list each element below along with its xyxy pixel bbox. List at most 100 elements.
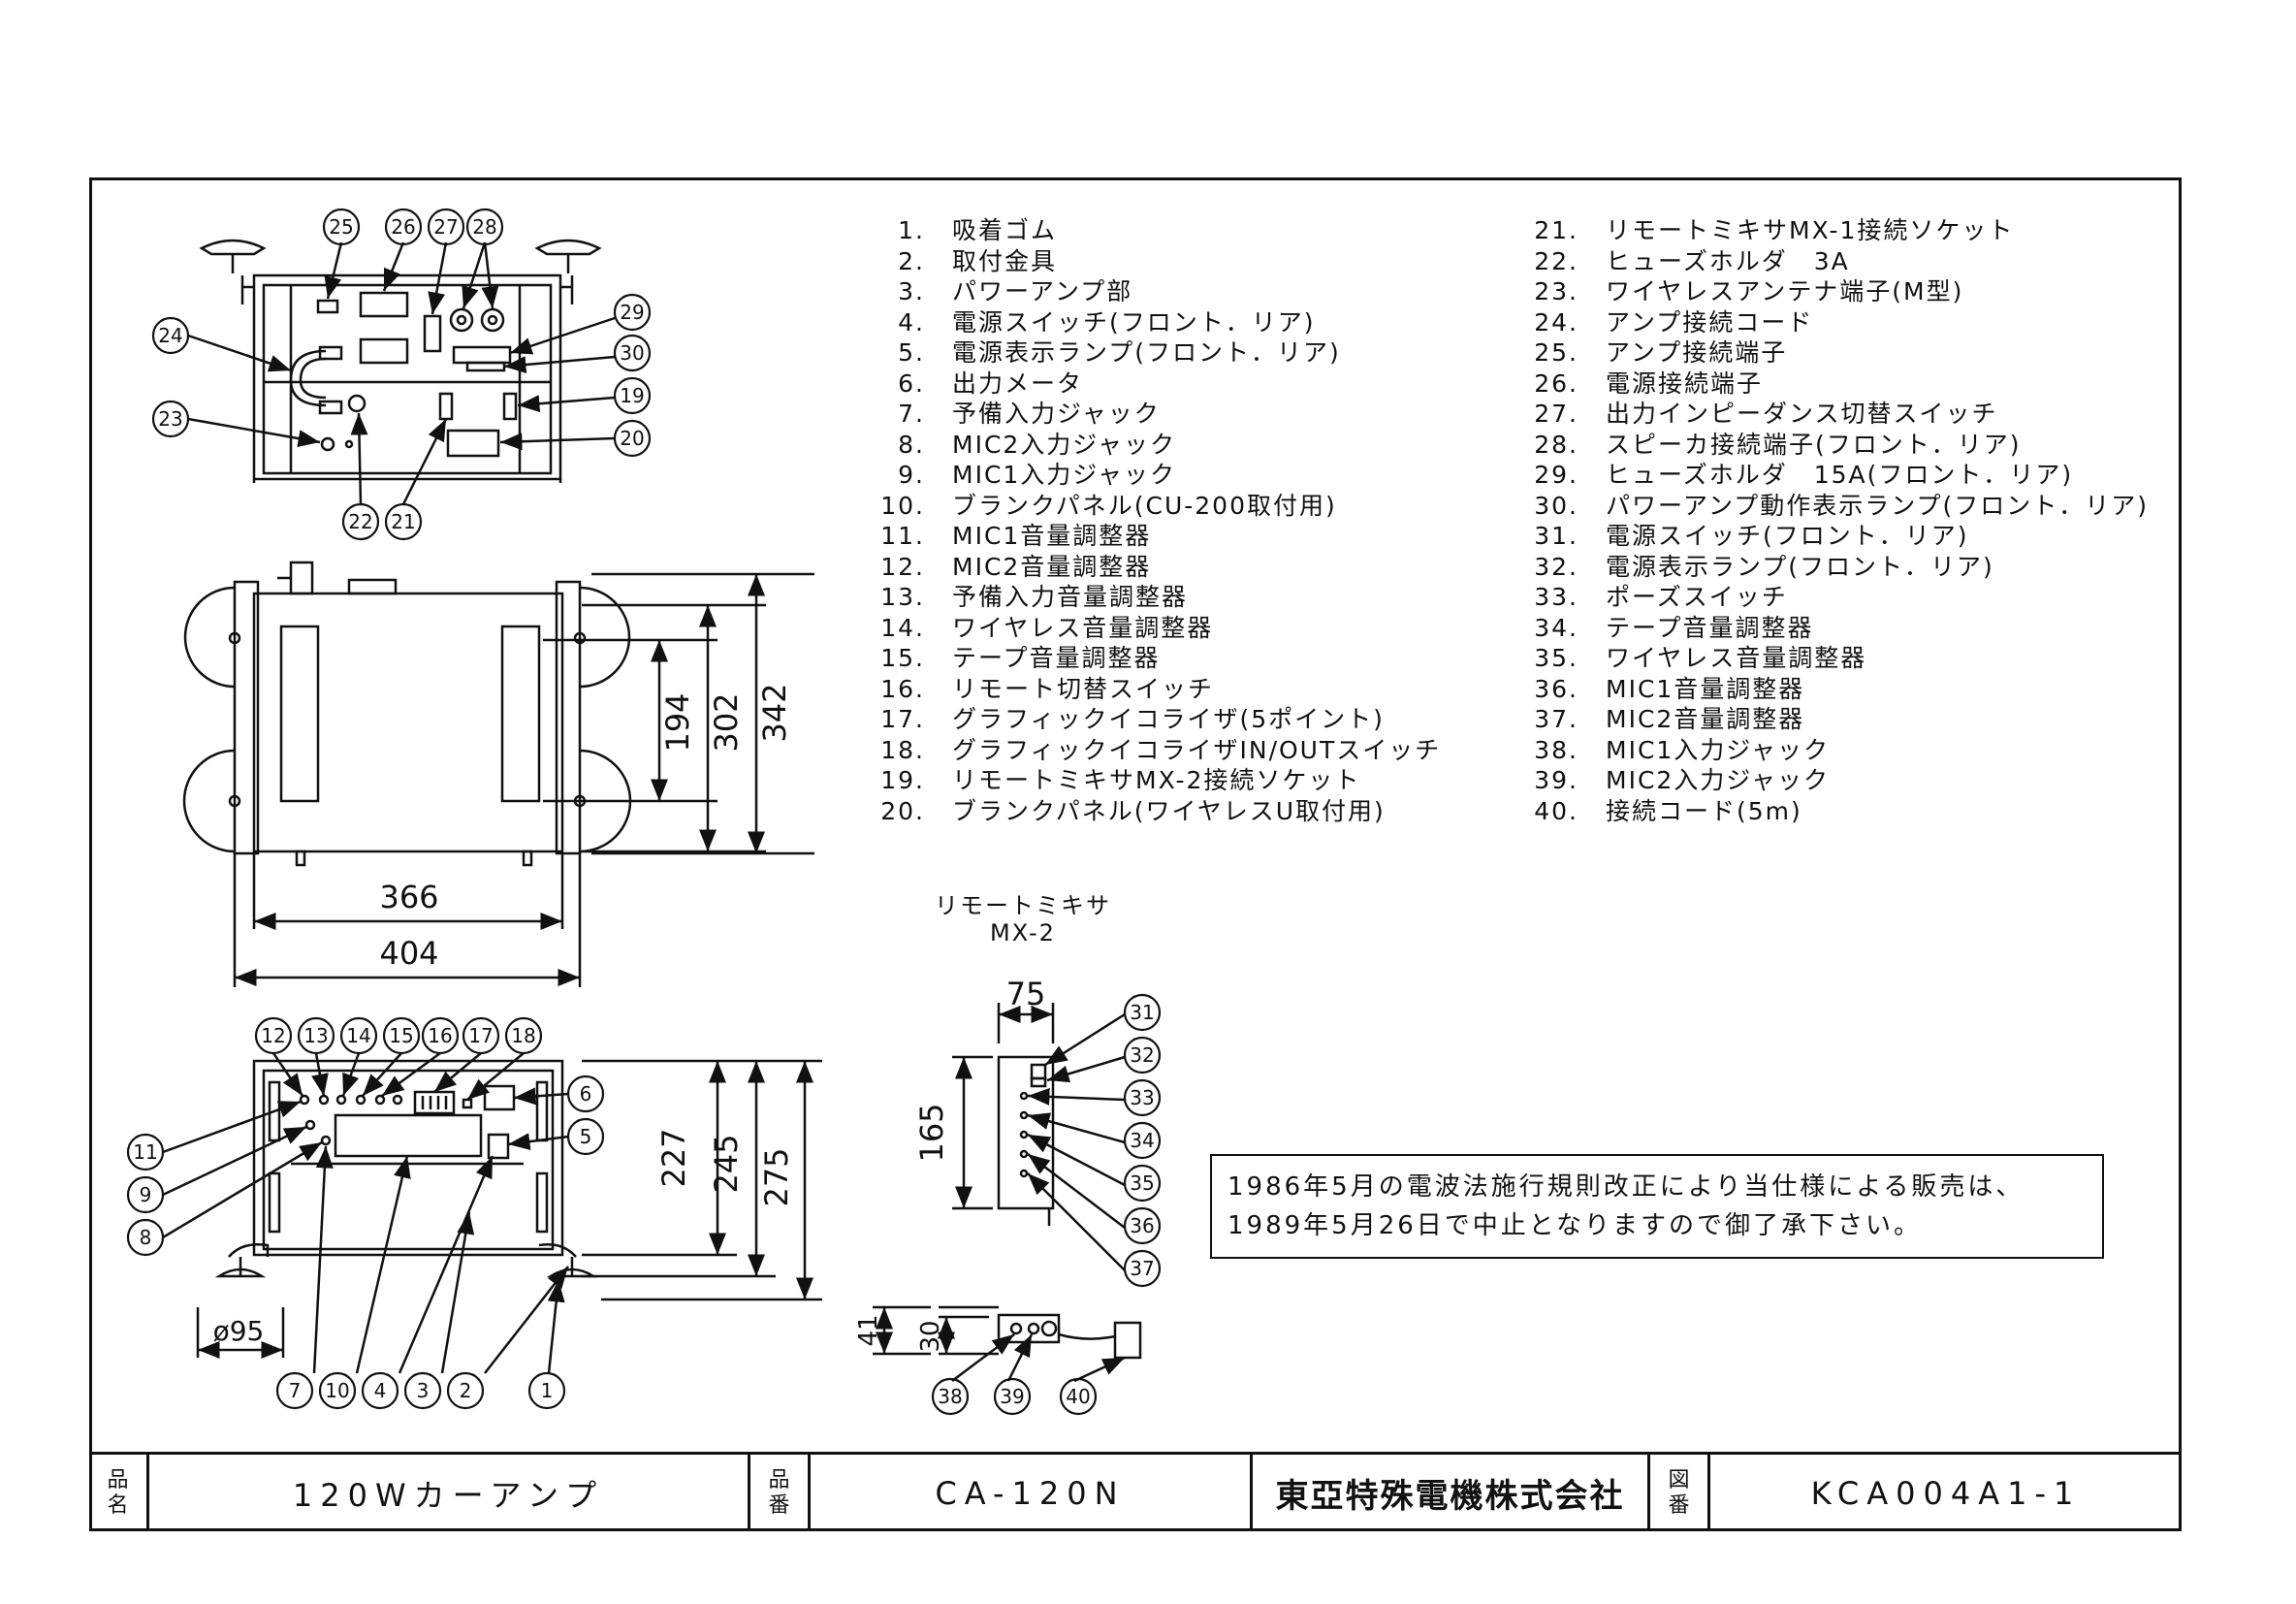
legend-label: グラフィックイコライザIN/OUTスイッチ xyxy=(952,735,1442,764)
dim-366: 366 xyxy=(379,879,438,915)
legend-label: 出力インピーダンス切替スイッチ xyxy=(1606,400,1998,428)
dim-165: 165 xyxy=(913,1103,950,1162)
dim-41: 41 xyxy=(854,1314,883,1346)
callout-40: 40 xyxy=(1066,1385,1090,1408)
callout-30: 30 xyxy=(620,341,644,365)
callout-18: 18 xyxy=(511,1024,535,1047)
legend-number: 9. xyxy=(898,461,925,489)
legend-number: 40. xyxy=(1534,796,1578,825)
legend-label: ワイヤレス音量調整器 xyxy=(952,613,1214,642)
legend-number: 25. xyxy=(1534,338,1578,367)
legend-number: 12. xyxy=(880,552,925,581)
callout-4: 4 xyxy=(374,1379,387,1402)
legend-label: ヒューズホルダ 15A(フロント．リア) xyxy=(1606,461,2074,489)
legend-number: 26. xyxy=(1534,369,1578,398)
legend-number: 39. xyxy=(1534,766,1578,794)
legend-item: 15. テープ音量調整器 xyxy=(830,643,1441,674)
legend-number: 31. xyxy=(1534,522,1578,550)
callout-34: 34 xyxy=(1130,1129,1154,1152)
callout-13: 13 xyxy=(303,1024,328,1047)
legend-item: 17.グラフィックイコライザ(5ポイント) xyxy=(830,704,1441,735)
callout-14: 14 xyxy=(346,1024,370,1047)
drawing-frame xyxy=(89,177,2182,1531)
legend-label: リモートミキサMX-1接続ソケット xyxy=(1606,216,2015,244)
dimension-labels: 194 302 342 366 404 227 245 275 ø95 75 1… xyxy=(213,683,1046,1352)
callout-33: 33 xyxy=(1130,1086,1154,1109)
front-callouts xyxy=(126,1016,605,1410)
legend-number: 10. xyxy=(880,491,925,520)
legend-label: パワーアンプ動作表示ランプ(フロント．リア) xyxy=(1606,491,2150,520)
legend-item: 8.MIC2入力ジャック xyxy=(830,430,1441,461)
top-view xyxy=(187,239,616,505)
callout-15: 15 xyxy=(389,1024,413,1047)
legend-label: MIC1音量調整器 xyxy=(1606,674,1805,703)
legend-number: 13. xyxy=(880,583,925,611)
number-label: 品番 xyxy=(750,1455,811,1531)
legend-number: 6. xyxy=(898,369,925,398)
legend-number: 15. xyxy=(880,644,925,672)
legend-item: 28.スピーカ接続端子(フロント．リア) xyxy=(1483,430,2149,461)
legend-item: 6.出力メータ xyxy=(830,369,1441,400)
legend-item: 10.ブランクパネル(CU-200取付用) xyxy=(830,491,1441,522)
callout-31: 31 xyxy=(1130,1001,1154,1024)
dim-95: ø95 xyxy=(213,1315,265,1347)
legend-label: 電源表示ランプ(フロント．リア) xyxy=(952,338,1341,367)
legend-item: 16.リモート切替スイッチ xyxy=(830,674,1441,705)
legend-label: リモート切替スイッチ xyxy=(952,674,1215,703)
callout-39: 39 xyxy=(1000,1385,1024,1408)
legend-number: 20. xyxy=(880,796,925,825)
legend-number: 5. xyxy=(898,338,925,367)
legend-number: 19. xyxy=(880,766,925,794)
mixer-label-line2: MX-2 xyxy=(990,919,1056,946)
legend-label: リモートミキサMX-2接続ソケット xyxy=(952,766,1361,794)
front-view xyxy=(162,1051,822,1374)
callout-26: 26 xyxy=(391,215,415,239)
legend-label: 取付金具 xyxy=(952,246,1058,275)
dim-245: 245 xyxy=(708,1134,745,1193)
legend-number: 3. xyxy=(898,277,925,305)
legend-number: 11. xyxy=(880,522,925,550)
legend-label: 予備入力音量調整器 xyxy=(952,583,1189,611)
callout-5: 5 xyxy=(580,1125,592,1148)
legend-label: 電源スイッチ(フロント．リア) xyxy=(1606,522,1969,550)
callout-37: 37 xyxy=(1130,1257,1154,1280)
legend-item: 36.MIC1音量調整器 xyxy=(1483,674,2149,705)
legend-item: 1.吸着ゴム xyxy=(830,215,1441,246)
legend-label: MIC1入力ジャック xyxy=(952,461,1177,489)
legend-item: 26.電源接続端子 xyxy=(1483,369,2149,400)
legend-item: 7.予備入力ジャック xyxy=(830,399,1441,430)
callout-1: 1 xyxy=(541,1379,554,1402)
callout-22: 22 xyxy=(348,510,372,533)
legend-item: 27.出力インピーダンス切替スイッチ xyxy=(1483,399,2149,430)
legend-label: ワイヤレスアンテナ端子(M型) xyxy=(1606,277,1964,305)
legend-number: 34. xyxy=(1534,613,1578,642)
callout-28: 28 xyxy=(472,215,496,239)
drawing-number: KCA004A1-1 xyxy=(1810,1474,2082,1512)
legend-label: グラフィックイコライザ(5ポイント) xyxy=(952,705,1385,733)
legend-label: MIC2音量調整器 xyxy=(952,552,1152,581)
legend-item: 3. パワーアンプ部 xyxy=(830,276,1441,307)
legend-label: パワーアンプ部 xyxy=(952,277,1133,305)
legend-number: 38. xyxy=(1534,735,1578,764)
legend-label: ヒューズホルダ 3A xyxy=(1606,246,1850,275)
legend-label: 電源表示ランプ(フロント．リア) xyxy=(1606,552,1994,581)
legend-label: ワイヤレス音量調整器 xyxy=(1606,644,1867,672)
legend-item: 30.パワーアンプ動作表示ランプ(フロント．リア) xyxy=(1483,491,2149,522)
legend-item: 20.ブランクパネル(ワイヤレスU取付用) xyxy=(830,796,1441,827)
product-name: 120Wカーアンプ xyxy=(149,1455,750,1531)
legend-item: 9. MIC1入力ジャック xyxy=(830,460,1441,491)
legend-number: 37. xyxy=(1534,705,1578,733)
callout-11: 11 xyxy=(133,1140,157,1164)
callout-20: 20 xyxy=(620,427,644,450)
legend-label: テープ音量調整器 xyxy=(952,644,1161,672)
legend-number: 1. xyxy=(898,216,925,244)
legend-label: MIC2入力ジャック xyxy=(1606,766,1831,794)
callout-36: 36 xyxy=(1130,1214,1154,1237)
legend-item: 19. リモートミキサMX-2接続ソケット xyxy=(830,765,1441,796)
legend-item: 18.グラフィックイコライザIN/OUTスイッチ xyxy=(830,735,1441,766)
legend-label: スピーカ接続端子(フロント．リア) xyxy=(1606,430,2022,459)
legend-number: 33. xyxy=(1534,583,1578,611)
legend-item: 35.ワイヤレス音量調整器 xyxy=(1483,643,2149,674)
legend-number: 21. xyxy=(1534,216,1578,244)
